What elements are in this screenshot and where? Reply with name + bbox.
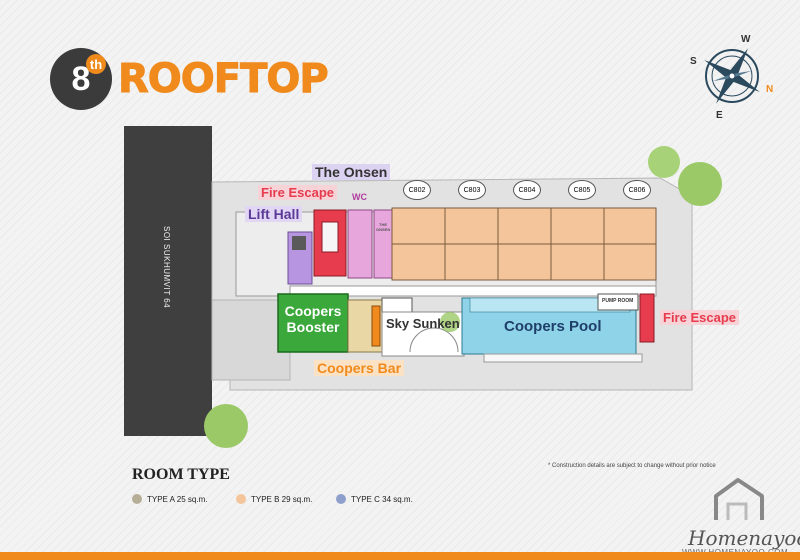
label-coopers-booster: Coopers Booster xyxy=(284,303,342,335)
wc-block xyxy=(347,209,373,279)
sunken-arc xyxy=(409,327,459,353)
unit-labels: C802 C803 C804 C805 C806 xyxy=(403,180,651,200)
tree-icon xyxy=(648,146,680,178)
label-onsen-small: THE ONSEN xyxy=(376,222,391,232)
podium xyxy=(211,299,291,381)
unit-c803: C803 xyxy=(458,180,486,200)
legend-type-a: TYPE A 25 sq.m. xyxy=(132,494,207,504)
compass-icon: W S N E xyxy=(690,34,773,121)
label-the-onsen: The Onsen xyxy=(312,164,391,180)
bottom-accent-bar xyxy=(0,552,800,560)
legend-type-c-label: TYPE C 34 sq.m. xyxy=(351,494,413,504)
unit-c806: C806 xyxy=(623,180,651,200)
unit-c805: C805 xyxy=(568,180,596,200)
unit-c804: C804 xyxy=(513,180,541,200)
compass-n: N xyxy=(766,84,773,95)
corridor xyxy=(289,285,657,297)
central-stair xyxy=(381,297,413,313)
pump-room-block xyxy=(597,293,639,311)
label-coopers-bar: Coopers Bar xyxy=(314,360,405,376)
bar-counter xyxy=(371,305,381,347)
house-logo-icon xyxy=(714,478,764,520)
stair-left xyxy=(321,221,339,253)
floor-badge: 8 th xyxy=(50,48,112,110)
label-sky-sunken: Sky Sunken xyxy=(386,316,460,331)
page-title: ROOFTOP xyxy=(118,56,330,103)
coopers-booster-block xyxy=(277,293,349,353)
legend-dot-a xyxy=(132,494,142,504)
legend-type-b-label: TYPE B 29 sq.m. xyxy=(251,494,313,504)
lift-car xyxy=(292,236,306,250)
fire-escape-right-block xyxy=(639,293,655,343)
unit-dividers xyxy=(392,208,656,280)
label-fire-escape-left: Fire Escape xyxy=(258,185,337,200)
legend-dot-c xyxy=(336,494,346,504)
floor-suffix: th xyxy=(86,54,106,74)
compass-w: W xyxy=(741,34,751,45)
road xyxy=(124,126,212,436)
legend-title: ROOM TYPE xyxy=(132,466,230,483)
label-coopers-pool: Coopers Pool xyxy=(504,318,602,335)
brand-name: Homenayoo xyxy=(688,526,800,550)
label-pump-room: PUMP ROOM xyxy=(602,298,634,304)
label-lift-hall: Lift Hall xyxy=(245,206,303,222)
tree-icon xyxy=(204,404,248,448)
legend-type-a-label: TYPE A 25 sq.m. xyxy=(147,494,208,504)
onsen-block xyxy=(373,209,393,279)
tree-icon xyxy=(678,162,722,206)
tree-icon xyxy=(440,312,460,332)
unit-c802: C802 xyxy=(403,180,431,200)
label-wc: WC xyxy=(352,192,367,202)
compass-e: E xyxy=(716,110,723,121)
label-fire-escape-right: Fire Escape xyxy=(660,310,739,325)
legend-type-b: TYPE B 29 sq.m. xyxy=(236,494,312,504)
floor-number: 8 xyxy=(71,59,91,98)
legend-dot-b xyxy=(236,494,246,504)
road-label: SOI SUKHUMVIT 64 xyxy=(162,226,171,309)
construction-note: * Construction details are subject to ch… xyxy=(548,463,716,469)
lower-ledge xyxy=(483,353,643,363)
compass-s: S xyxy=(690,56,697,67)
legend-type-c: TYPE C 34 sq.m. xyxy=(336,494,413,504)
